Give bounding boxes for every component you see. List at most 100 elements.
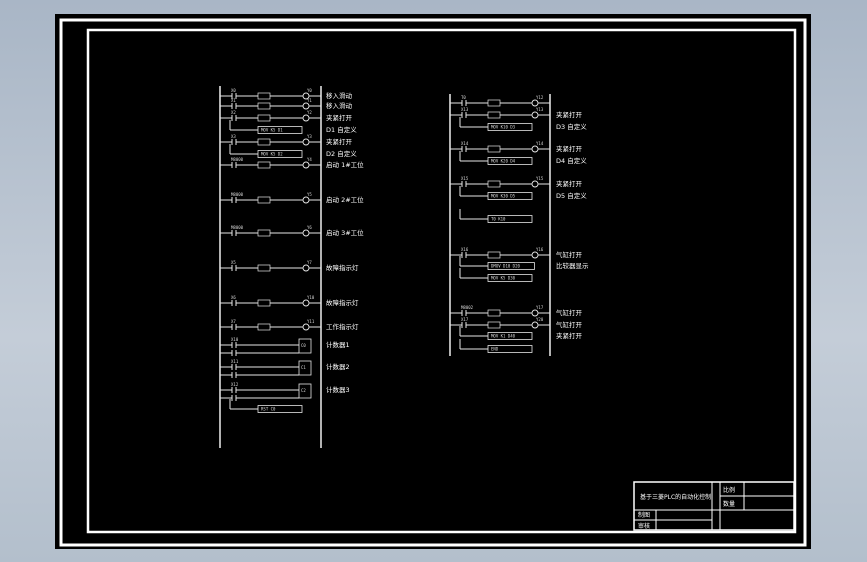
- left-contact-label-7: M8000: [231, 192, 244, 197]
- right-func-box-2: [487, 123, 533, 131]
- label-r11: 气缸打开: [556, 308, 583, 317]
- right-rung-4: MOV K20 D4: [459, 151, 533, 165]
- left-coil-6: [302, 161, 310, 169]
- left-counter-label-13: C1: [301, 365, 306, 370]
- right-func-box-14: [487, 345, 533, 353]
- label-r5: 夹紧打开: [556, 179, 583, 188]
- left-coil-label-8: Y6: [307, 225, 312, 230]
- label-r1: 夹紧打开: [556, 110, 583, 119]
- label-r8: 气缸打开: [556, 250, 583, 259]
- left-func-text-15: RST C0: [261, 407, 276, 412]
- right-coil-11: [531, 309, 539, 317]
- right-contact-label-12: X17: [461, 317, 469, 322]
- right-contact-label-11: M8002: [461, 305, 474, 310]
- label-l14: 计数器3: [326, 385, 350, 394]
- title-block-field-2: 数量: [723, 500, 735, 508]
- left-counter-label-12: C0: [301, 343, 306, 348]
- label-r3: 夹紧打开: [556, 144, 583, 153]
- right-coil-label-0: Y12: [536, 95, 544, 100]
- label-l11: 工作指示灯: [326, 322, 359, 331]
- left-coil-11: [302, 323, 310, 331]
- left-counter-box-12: [298, 338, 312, 354]
- left-coil-label-9: Y7: [307, 260, 312, 265]
- right-coil-8: [531, 251, 539, 259]
- label-l13: 计数器2: [326, 362, 350, 371]
- left-contact-label-0: X0: [231, 88, 236, 93]
- right-rung-2: MOV K10 D3: [459, 117, 533, 131]
- label-l4: 夹紧打开: [326, 137, 353, 146]
- left-contact-label-13: X11: [231, 359, 239, 364]
- right-rung-13: MOV K1 D40: [459, 326, 533, 340]
- title-block-project: 基于三菱PLC的自动化控制: [640, 493, 711, 501]
- label-l8: 启动 3#工位: [326, 228, 364, 237]
- right-func-text-7: T0 K10: [491, 217, 506, 222]
- left-coil-label-1: Y1: [307, 98, 312, 103]
- left-contact-label-12: X10: [231, 337, 239, 342]
- label-l3: D1 自定义: [326, 125, 357, 134]
- label-r2: D3 自定义: [556, 122, 587, 131]
- title-block-field-4: 审核: [638, 522, 650, 530]
- right-rung-7: T0 K10: [459, 209, 533, 223]
- left-contact-label-14: X12: [231, 382, 239, 387]
- right-func-text-6: MOV K30 D5: [491, 194, 516, 199]
- left-coil-1: [302, 102, 310, 110]
- label-l12: 计数器1: [326, 340, 350, 349]
- right-func-box-10: [487, 274, 533, 282]
- label-r4: D4 自定义: [556, 156, 587, 165]
- left-coil-4: [302, 138, 310, 146]
- left-counter-label-14: C2: [301, 388, 306, 393]
- right-contact-label-0: T0: [461, 95, 466, 100]
- left-coil-label-4: Y3: [307, 134, 312, 139]
- left-func-box-5: [257, 150, 303, 158]
- left-rung-5: MOV K5 D2: [229, 144, 303, 158]
- left-coil-7: [302, 196, 310, 204]
- left-rung-6: M8000 Y4: [220, 157, 321, 169]
- label-l6: 启动 1#工位: [326, 160, 364, 169]
- left-contact-label-2: X2: [231, 110, 236, 115]
- right-coil-label-5: Y15: [536, 176, 544, 181]
- right-coil-12: [531, 321, 539, 329]
- right-coil-label-12: Y20: [536, 317, 544, 322]
- outer-border: [59, 18, 807, 547]
- right-func-text-13: MOV K1 D40: [491, 334, 516, 339]
- right-contact-label-1: X13: [461, 107, 469, 112]
- left-contact-label-4: X3: [231, 134, 236, 139]
- left-coil-label-6: Y4: [307, 157, 312, 162]
- right-func-text-10: MOV K5 D30: [491, 276, 516, 281]
- right-coil-label-3: Y14: [536, 141, 544, 146]
- label-l5: D2 自定义: [326, 149, 357, 158]
- label-r12: 气缸打开: [556, 320, 583, 329]
- label-r9: 比较器显示: [556, 261, 589, 270]
- left-func-box-15: [257, 405, 303, 413]
- right-rung-6: MOV K30 D5: [459, 186, 533, 200]
- right-rung-10: MOV K5 D30: [459, 268, 533, 282]
- label-r13: 夹紧打开: [556, 331, 583, 340]
- left-func-text-3: MOV K5 D1: [261, 128, 283, 133]
- title-block-field-1: 比例: [723, 486, 735, 494]
- title-block: 基于三菱PLC的自动化控制 比例 数量 制图 审核: [633, 481, 795, 531]
- left-rung-3: MOV K5 D1: [229, 120, 303, 134]
- right-coil-5: [531, 180, 539, 188]
- title-block-field-3: 制图: [638, 511, 650, 519]
- left-contact-label-6: M8000: [231, 157, 244, 162]
- left-func-text-5: MOV K5 D2: [261, 152, 283, 157]
- left-coil-2: [302, 114, 310, 122]
- label-l1: 移入滑动: [326, 101, 353, 110]
- right-func-box-6: [487, 192, 533, 200]
- left-counter-box-13: [298, 360, 312, 376]
- left-coil-10: [302, 299, 310, 307]
